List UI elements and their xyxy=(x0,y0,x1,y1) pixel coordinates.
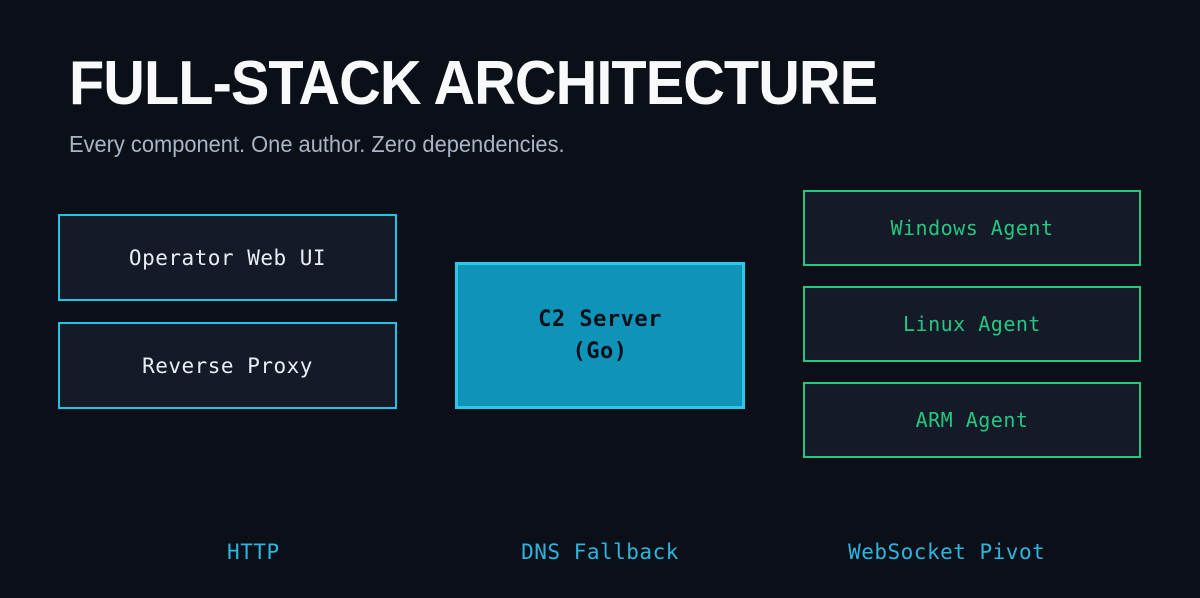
slide-header: FULL-STACK ARCHITECTURE Every component.… xyxy=(69,52,1129,158)
page-title: FULL-STACK ARCHITECTURE xyxy=(69,49,878,118)
page-subtitle: Every component. One author. Zero depend… xyxy=(69,131,565,157)
node-windows-agent[interactable]: Windows Agent xyxy=(803,190,1141,266)
node-arm-agent[interactable]: ARM Agent xyxy=(803,382,1141,458)
channel-label-row: HTTP DNS Fallback WebSocket Pivot xyxy=(80,540,1120,564)
channel-label-dns-fallback: DNS Fallback xyxy=(521,540,679,564)
channel-label-http: HTTP xyxy=(227,540,280,564)
channel-label-websocket-pivot: WebSocket Pivot xyxy=(848,540,1046,564)
node-operator-web-ui[interactable]: Operator Web UI xyxy=(58,214,397,301)
node-reverse-proxy[interactable]: Reverse Proxy xyxy=(58,322,397,409)
node-linux-agent[interactable]: Linux Agent xyxy=(803,286,1141,362)
node-c2-server[interactable]: C2 Server (Go) xyxy=(455,262,745,409)
